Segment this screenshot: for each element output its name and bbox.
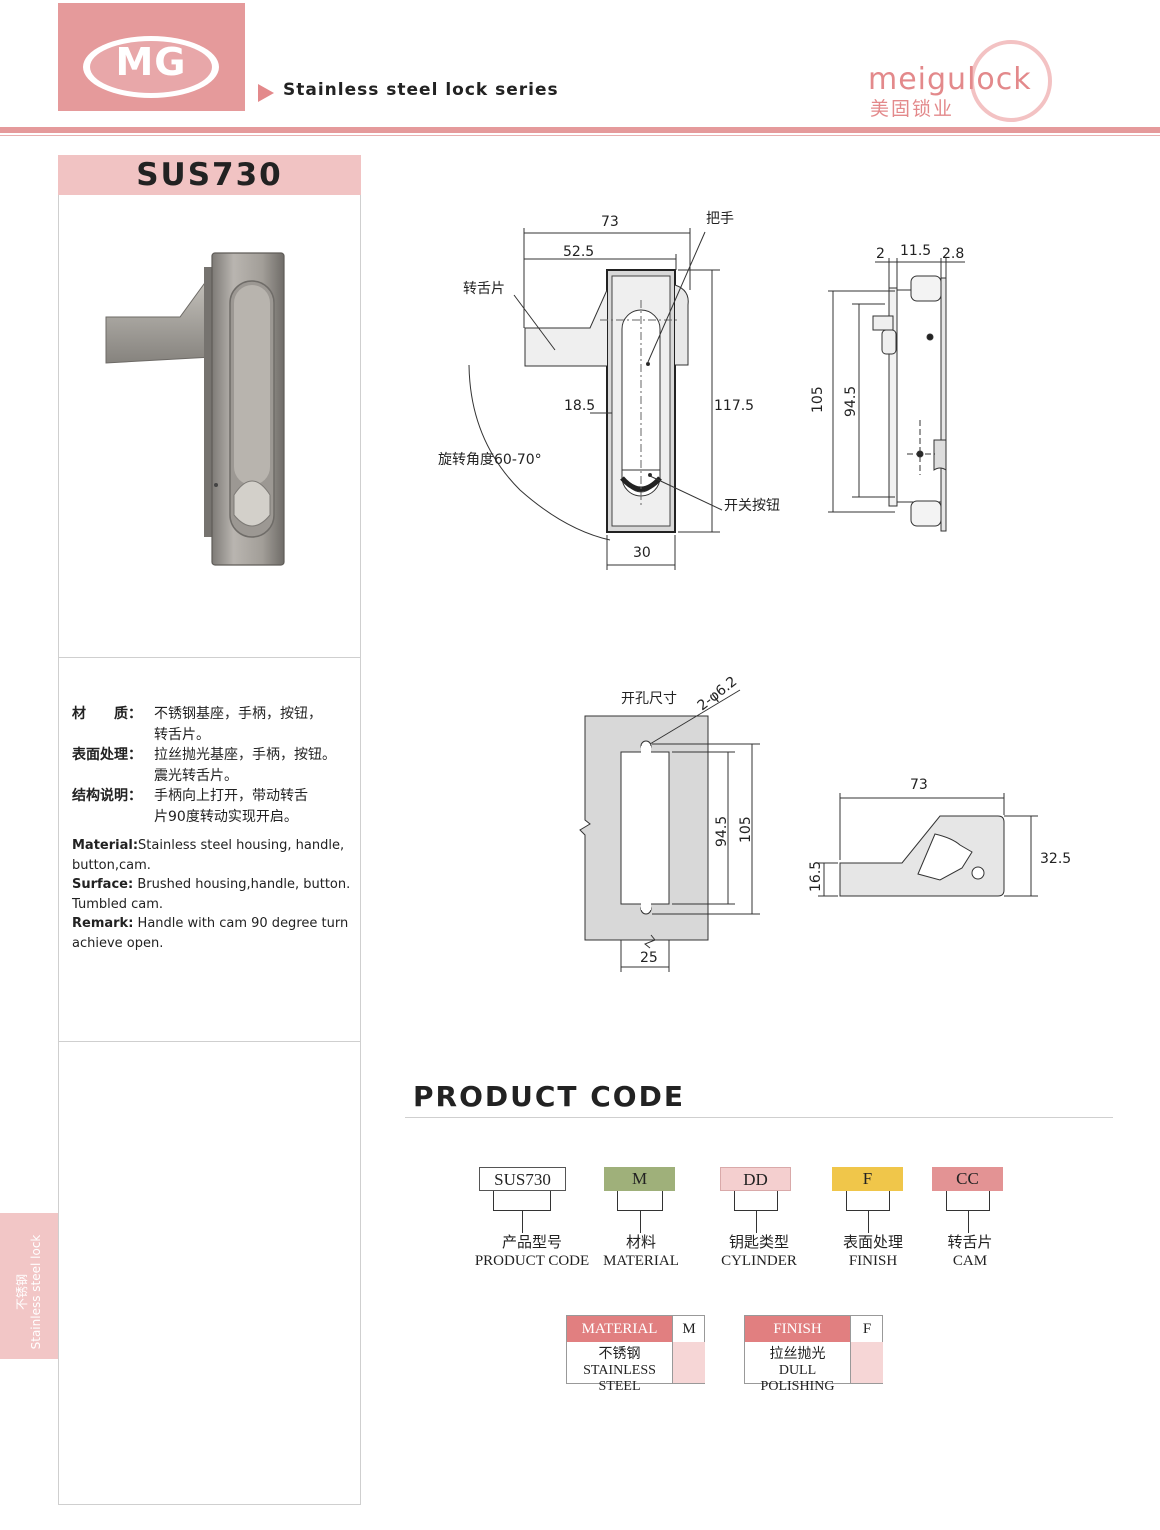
material-table-value: 不锈钢 STAINLESS STEEL — [583, 1347, 656, 1394]
spec-structure-cont: 片90度转动实现开启。 — [154, 808, 298, 825]
finish-table-cell — [850, 1342, 883, 1383]
spec-block-cn: 材 质：不锈钢基座，手柄，按钮， 转舌片。 表面处理：拉丝抛光基座，手柄，按钮。… — [72, 704, 336, 827]
logo-oval-inner — [90, 41, 212, 93]
brand-name: meigulock — [868, 62, 1032, 97]
product-code-title: PRODUCT CODE — [413, 1080, 685, 1113]
spec-material: 材 质：不锈钢基座，手柄，按钮， — [72, 706, 322, 722]
code-segment-cam: CC — [932, 1167, 1003, 1191]
spec-surface: 表面处理：拉丝抛光基座，手柄，按钮。 — [72, 747, 336, 763]
front-label-button: 开关按钮 — [724, 498, 780, 514]
finish-table-header: FINISH — [745, 1316, 850, 1342]
front-dim-117-5: 117.5 — [714, 398, 754, 414]
code-segment-material: M — [604, 1167, 675, 1191]
product-code-rule — [405, 1117, 1113, 1118]
side-dim-11-5: 11.5 — [900, 243, 931, 259]
technical-drawing: 73 52.5 把手 转舌片 18.5 117.5 旋转角度60-70° 开关按… — [438, 211, 1071, 972]
cutout-dim-105: 105 — [738, 816, 754, 843]
code-bracket — [493, 1191, 551, 1211]
front-dim-73: 73 — [601, 214, 619, 230]
cam-dim-73: 73 — [910, 777, 928, 793]
side-tab-cn: 不锈钢 — [15, 1274, 29, 1311]
front-cam — [524, 289, 608, 367]
header-rule-thin — [0, 135, 1160, 136]
side-dim-2-8: 2.8 — [942, 246, 964, 262]
code-segment-finish: F — [832, 1167, 903, 1191]
cutout-hole — [620, 751, 670, 905]
finish-table-code: F — [850, 1316, 883, 1342]
code-bracket-stem — [522, 1211, 523, 1233]
side-tab — [0, 1213, 58, 1359]
desc-remark: Remark: Handle with cam 90 degree turn a… — [72, 916, 349, 951]
side-dim-105: 105 — [810, 386, 826, 413]
spec-material-cont: 转舌片。 — [154, 726, 210, 743]
material-table: MATERIAL M 不锈钢 STAINLESS STEEL — [566, 1315, 705, 1394]
model-title-band — [58, 155, 361, 195]
code-bracket — [846, 1191, 890, 1211]
logo-text: MG — [115, 40, 187, 84]
code-bracket — [617, 1191, 663, 1211]
material-table-cell — [672, 1342, 705, 1383]
code-bracket-stem — [756, 1211, 757, 1233]
front-dim-30: 30 — [633, 545, 651, 561]
cutout-dim-25: 25 — [640, 950, 658, 966]
cam-dim-16-5: 16.5 — [808, 861, 824, 892]
code-bracket-stem — [640, 1211, 641, 1233]
front-label-cam: 转舌片 — [463, 281, 505, 297]
series-label: Stainless steel lock series — [283, 80, 559, 100]
cutout-label: 开孔尺寸 — [621, 691, 677, 707]
code-segment-model: SUS730 — [479, 1167, 566, 1191]
brand-name-cn: 美固锁业 — [870, 98, 955, 120]
header-rule — [0, 127, 1160, 133]
front-rotation: 旋转角度60-70° — [438, 452, 542, 468]
code-bracket — [734, 1191, 778, 1211]
spec-structure: 结构说明：手柄向上打开，带动转舌 — [72, 788, 308, 804]
desc-material: Material:Stainless steel housing, handle… — [72, 838, 345, 873]
cam-dim-32-5: 32.5 — [1040, 851, 1071, 867]
panel-divider — [58, 657, 361, 658]
side-dim-2: 2 — [876, 246, 885, 262]
spec-surface-cont: 震光转舌片。 — [154, 767, 238, 784]
material-table-code: M — [672, 1316, 705, 1342]
brand-lock-ring-icon — [970, 40, 1052, 122]
product-photo — [105, 252, 285, 566]
code-bracket — [946, 1191, 990, 1211]
side-tab-text: 不锈钢 Stainless steel lock — [15, 1219, 43, 1365]
front-dim-52-5: 52.5 — [563, 244, 594, 260]
front-dim-18-5: 18.5 — [564, 398, 595, 414]
spec-block-en: Material:Stainless steel housing, handle… — [72, 836, 357, 953]
front-label-handle: 把手 — [706, 211, 734, 227]
material-table-header: MATERIAL — [567, 1316, 672, 1342]
finish-table-value: 拉丝抛光 DULL POLISHING — [760, 1347, 835, 1394]
side-dim-94-5: 94.5 — [843, 386, 859, 417]
finish-table: FINISH F 拉丝抛光 DULL POLISHING — [744, 1315, 883, 1394]
cam-part — [839, 815, 1005, 897]
panel-divider — [58, 1041, 361, 1042]
code-segment-cylinder: DD — [720, 1167, 791, 1191]
model-title: SUS730 — [136, 157, 283, 193]
triangle-bullet-icon — [258, 84, 274, 102]
code-bracket-stem — [868, 1211, 869, 1233]
side-tab-en: Stainless steel lock — [29, 1234, 43, 1350]
cutout-dim-94-5: 94.5 — [714, 816, 730, 847]
code-bracket-stem — [968, 1211, 969, 1233]
desc-surface: Surface: Brushed housing,handle, button.… — [72, 877, 351, 912]
